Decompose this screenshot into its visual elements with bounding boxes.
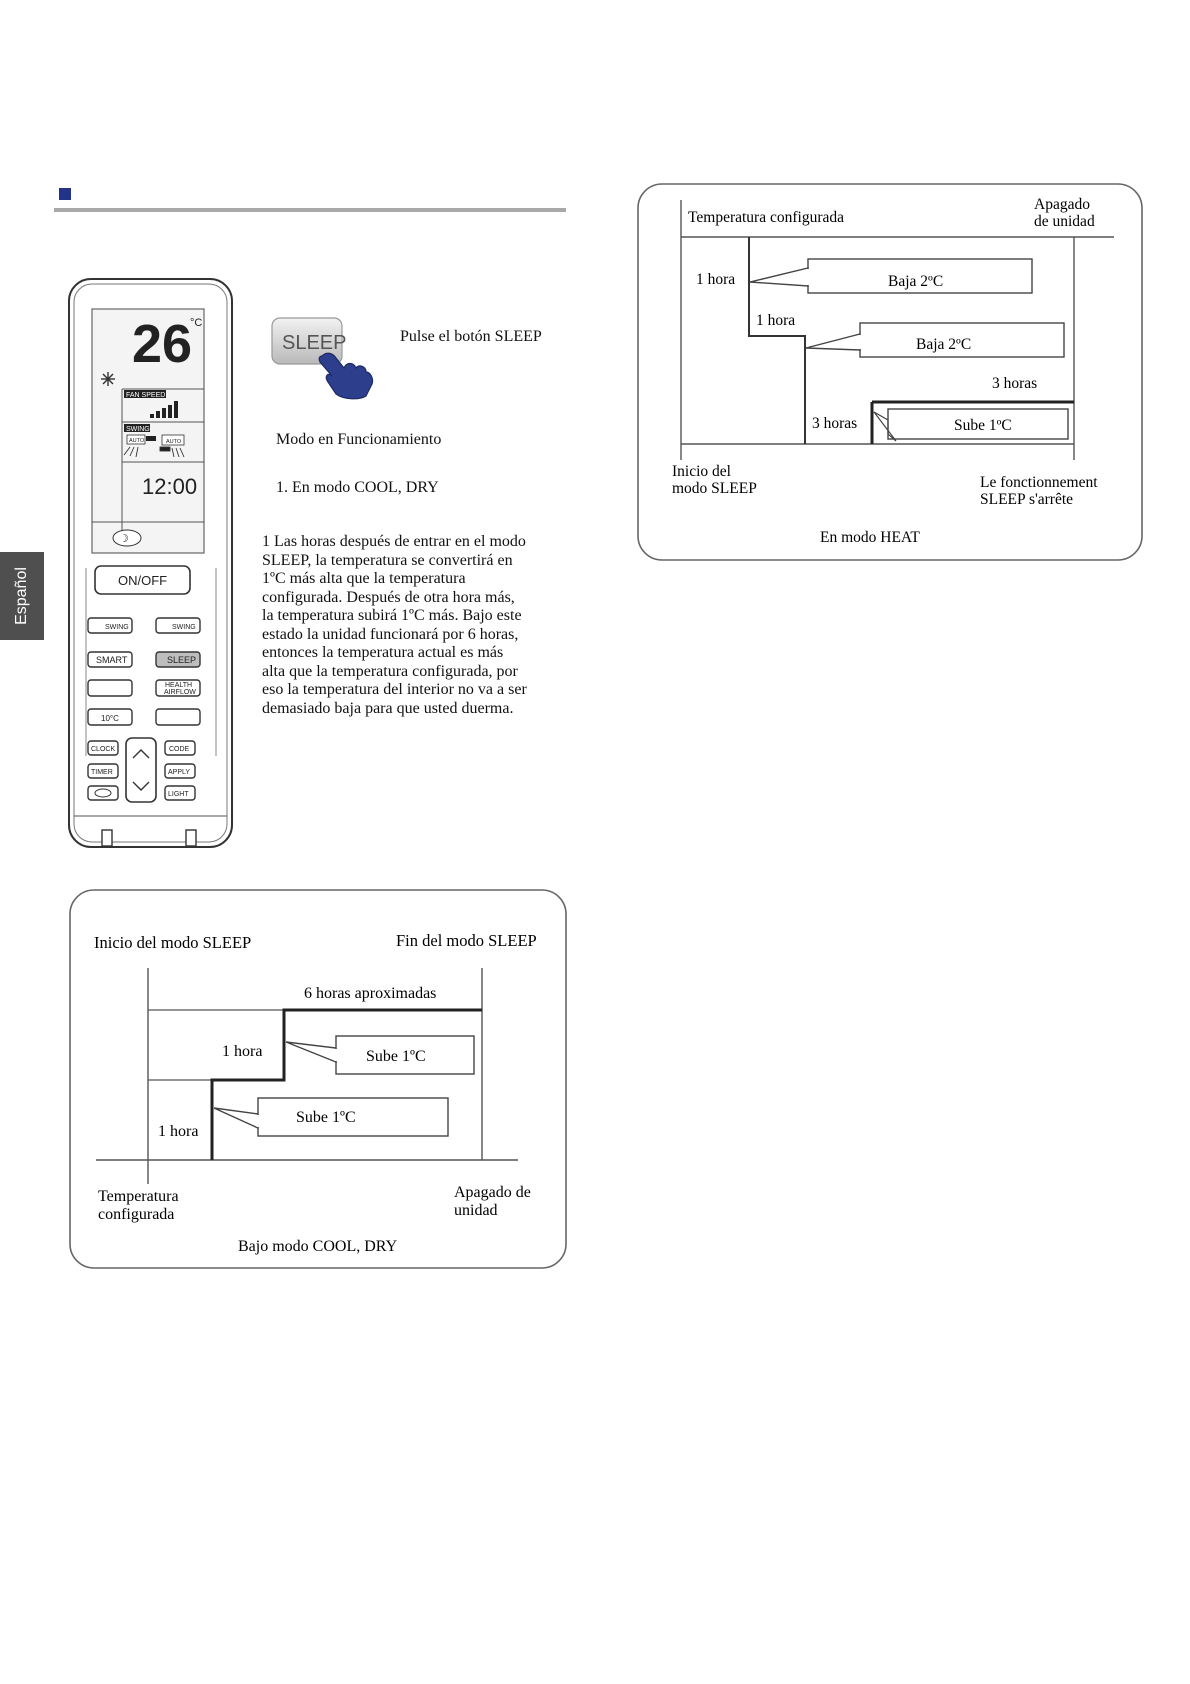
heat-step3-note: Sube 1ºC xyxy=(954,417,1012,434)
cool-set-temp-label-2: configurada xyxy=(98,1206,174,1223)
code-button[interactable] xyxy=(164,740,196,756)
oval-button[interactable] xyxy=(87,785,119,801)
heat-caption: En modo HEAT xyxy=(820,529,920,546)
cool-step2-note: Sube 1ºC xyxy=(366,1048,426,1065)
up-down-rocker[interactable] xyxy=(125,737,157,803)
heat-step3-time: 3 horas xyxy=(812,415,857,432)
display-auto-1: AUTO xyxy=(129,438,145,444)
blank-button-2[interactable] xyxy=(155,708,201,726)
clock-button[interactable] xyxy=(87,740,119,756)
sleep-instruction: Pulse el botón SLEEP xyxy=(400,328,542,345)
cool-caption: Bajo modo COOL, DRY xyxy=(238,1238,398,1255)
smart-button-label: SMART xyxy=(96,655,128,665)
ten-c-button-label: 10°C xyxy=(101,714,119,723)
sleep-button-remote-label: SLEEP xyxy=(167,655,196,665)
snowflake-icon xyxy=(101,372,115,386)
swing-button-2[interactable] xyxy=(155,617,201,634)
language-tab-label: Español xyxy=(13,567,30,625)
heat-step1-note: Baja 2ºC xyxy=(888,273,943,290)
timer-button-label: TIMER xyxy=(91,769,113,776)
heat-start-label-2: modo SLEEP xyxy=(672,480,757,497)
fan-speed-bars-icon xyxy=(150,401,178,418)
cool-off-label-1: Apagado de xyxy=(454,1184,531,1201)
cool-step2-time: 1 hora xyxy=(222,1043,262,1060)
swing-vane-icon xyxy=(123,446,139,458)
heat-end-label-2: SLEEP s'arrête xyxy=(980,491,1073,508)
sleep-button-graphic: SLEEP xyxy=(271,317,374,400)
display-temp: 26 xyxy=(132,314,192,374)
clock-button-label: CLOCK xyxy=(91,746,115,753)
cool-6h-label: 6 horas aproximadas xyxy=(304,985,436,1002)
chevron-up-icon[interactable] xyxy=(132,749,150,759)
cool-dry-explanation: 1 Las horas después de entrar en el modo… xyxy=(262,533,527,717)
chevron-down-icon[interactable] xyxy=(132,781,150,791)
display-time: 12:00 xyxy=(142,474,197,499)
swing-button-1[interactable] xyxy=(87,617,133,634)
cool-start-label: Inicio del modo SLEEP xyxy=(94,933,251,952)
step-1-heading: 1. En modo COOL, DRY xyxy=(276,479,439,496)
heat-off-label-1: Apagado xyxy=(1034,196,1090,213)
heat-step3-label: 3 horas xyxy=(992,375,1037,392)
section-heading: Modo en Funcionamiento xyxy=(276,431,442,448)
swing-louver-icon xyxy=(159,446,185,458)
section-marker xyxy=(59,188,71,200)
cool-step1-note: Sube 1ºC xyxy=(296,1109,356,1126)
heat-off-label-2: de unidad xyxy=(1034,213,1095,230)
apply-button-label: APPLY xyxy=(168,769,190,776)
heat-end-label-1: Le fonctionnement xyxy=(980,474,1098,491)
cool-set-temp-label-1: Temperatura xyxy=(98,1188,179,1205)
airflow-label: AIRFLOW xyxy=(164,689,196,696)
blank-button-1[interactable] xyxy=(87,679,133,697)
remote-control-illustration: 26 °C FAN SPEED SWING AUTO AUTO 12:00 ☽ … xyxy=(68,278,233,848)
moon-sleep-icon: ☽ xyxy=(119,533,129,545)
apply-button[interactable] xyxy=(164,763,196,779)
heat-set-temp-label: Temperatura configurada xyxy=(688,209,844,226)
sleep-button-remote[interactable] xyxy=(155,651,201,668)
heat-step2-time: 1 hora xyxy=(756,312,795,329)
heat-start-label-1: Inicio del xyxy=(672,463,731,480)
heat-step1-time: 1 hora xyxy=(696,271,735,288)
smart-button[interactable] xyxy=(87,651,133,668)
sleep-button-graphic-label: SLEEP xyxy=(282,332,346,354)
onoff-button-label: ON/OFF xyxy=(118,573,167,588)
swing-button-1-label: SWING xyxy=(105,624,129,631)
onoff-button[interactable] xyxy=(94,565,191,595)
light-button-label: LIGHT xyxy=(168,791,189,798)
cool-step1-time: 1 hora xyxy=(158,1123,198,1140)
swing-button-2-label: SWING xyxy=(172,624,196,631)
display-auto-2: AUTO xyxy=(166,439,182,445)
heat-mode-diagram: Temperatura configurada Apagado de unida… xyxy=(637,183,1143,561)
cool-dry-mode-diagram: Inicio del modo SLEEP Fin del modo SLEEP… xyxy=(69,889,567,1269)
ten-c-button[interactable] xyxy=(87,708,133,726)
display-swing-label: SWING xyxy=(126,426,150,433)
header-rule xyxy=(54,208,566,212)
display-temp-unit: °C xyxy=(190,317,202,329)
display-fan-speed-label: FAN SPEED xyxy=(126,392,165,399)
health-label: HEALTH xyxy=(165,682,192,689)
cool-off-label-2: unidad xyxy=(454,1202,498,1219)
health-airflow-button[interactable] xyxy=(155,679,201,697)
timer-button[interactable] xyxy=(87,763,119,779)
cool-end-label: Fin del modo SLEEP xyxy=(396,931,537,950)
light-button[interactable] xyxy=(164,785,196,801)
heat-step2-note: Baja 2ºC xyxy=(916,336,971,353)
code-button-label: CODE xyxy=(169,746,190,753)
hand-pointer-icon xyxy=(318,352,374,400)
language-tab: Español xyxy=(0,552,44,640)
